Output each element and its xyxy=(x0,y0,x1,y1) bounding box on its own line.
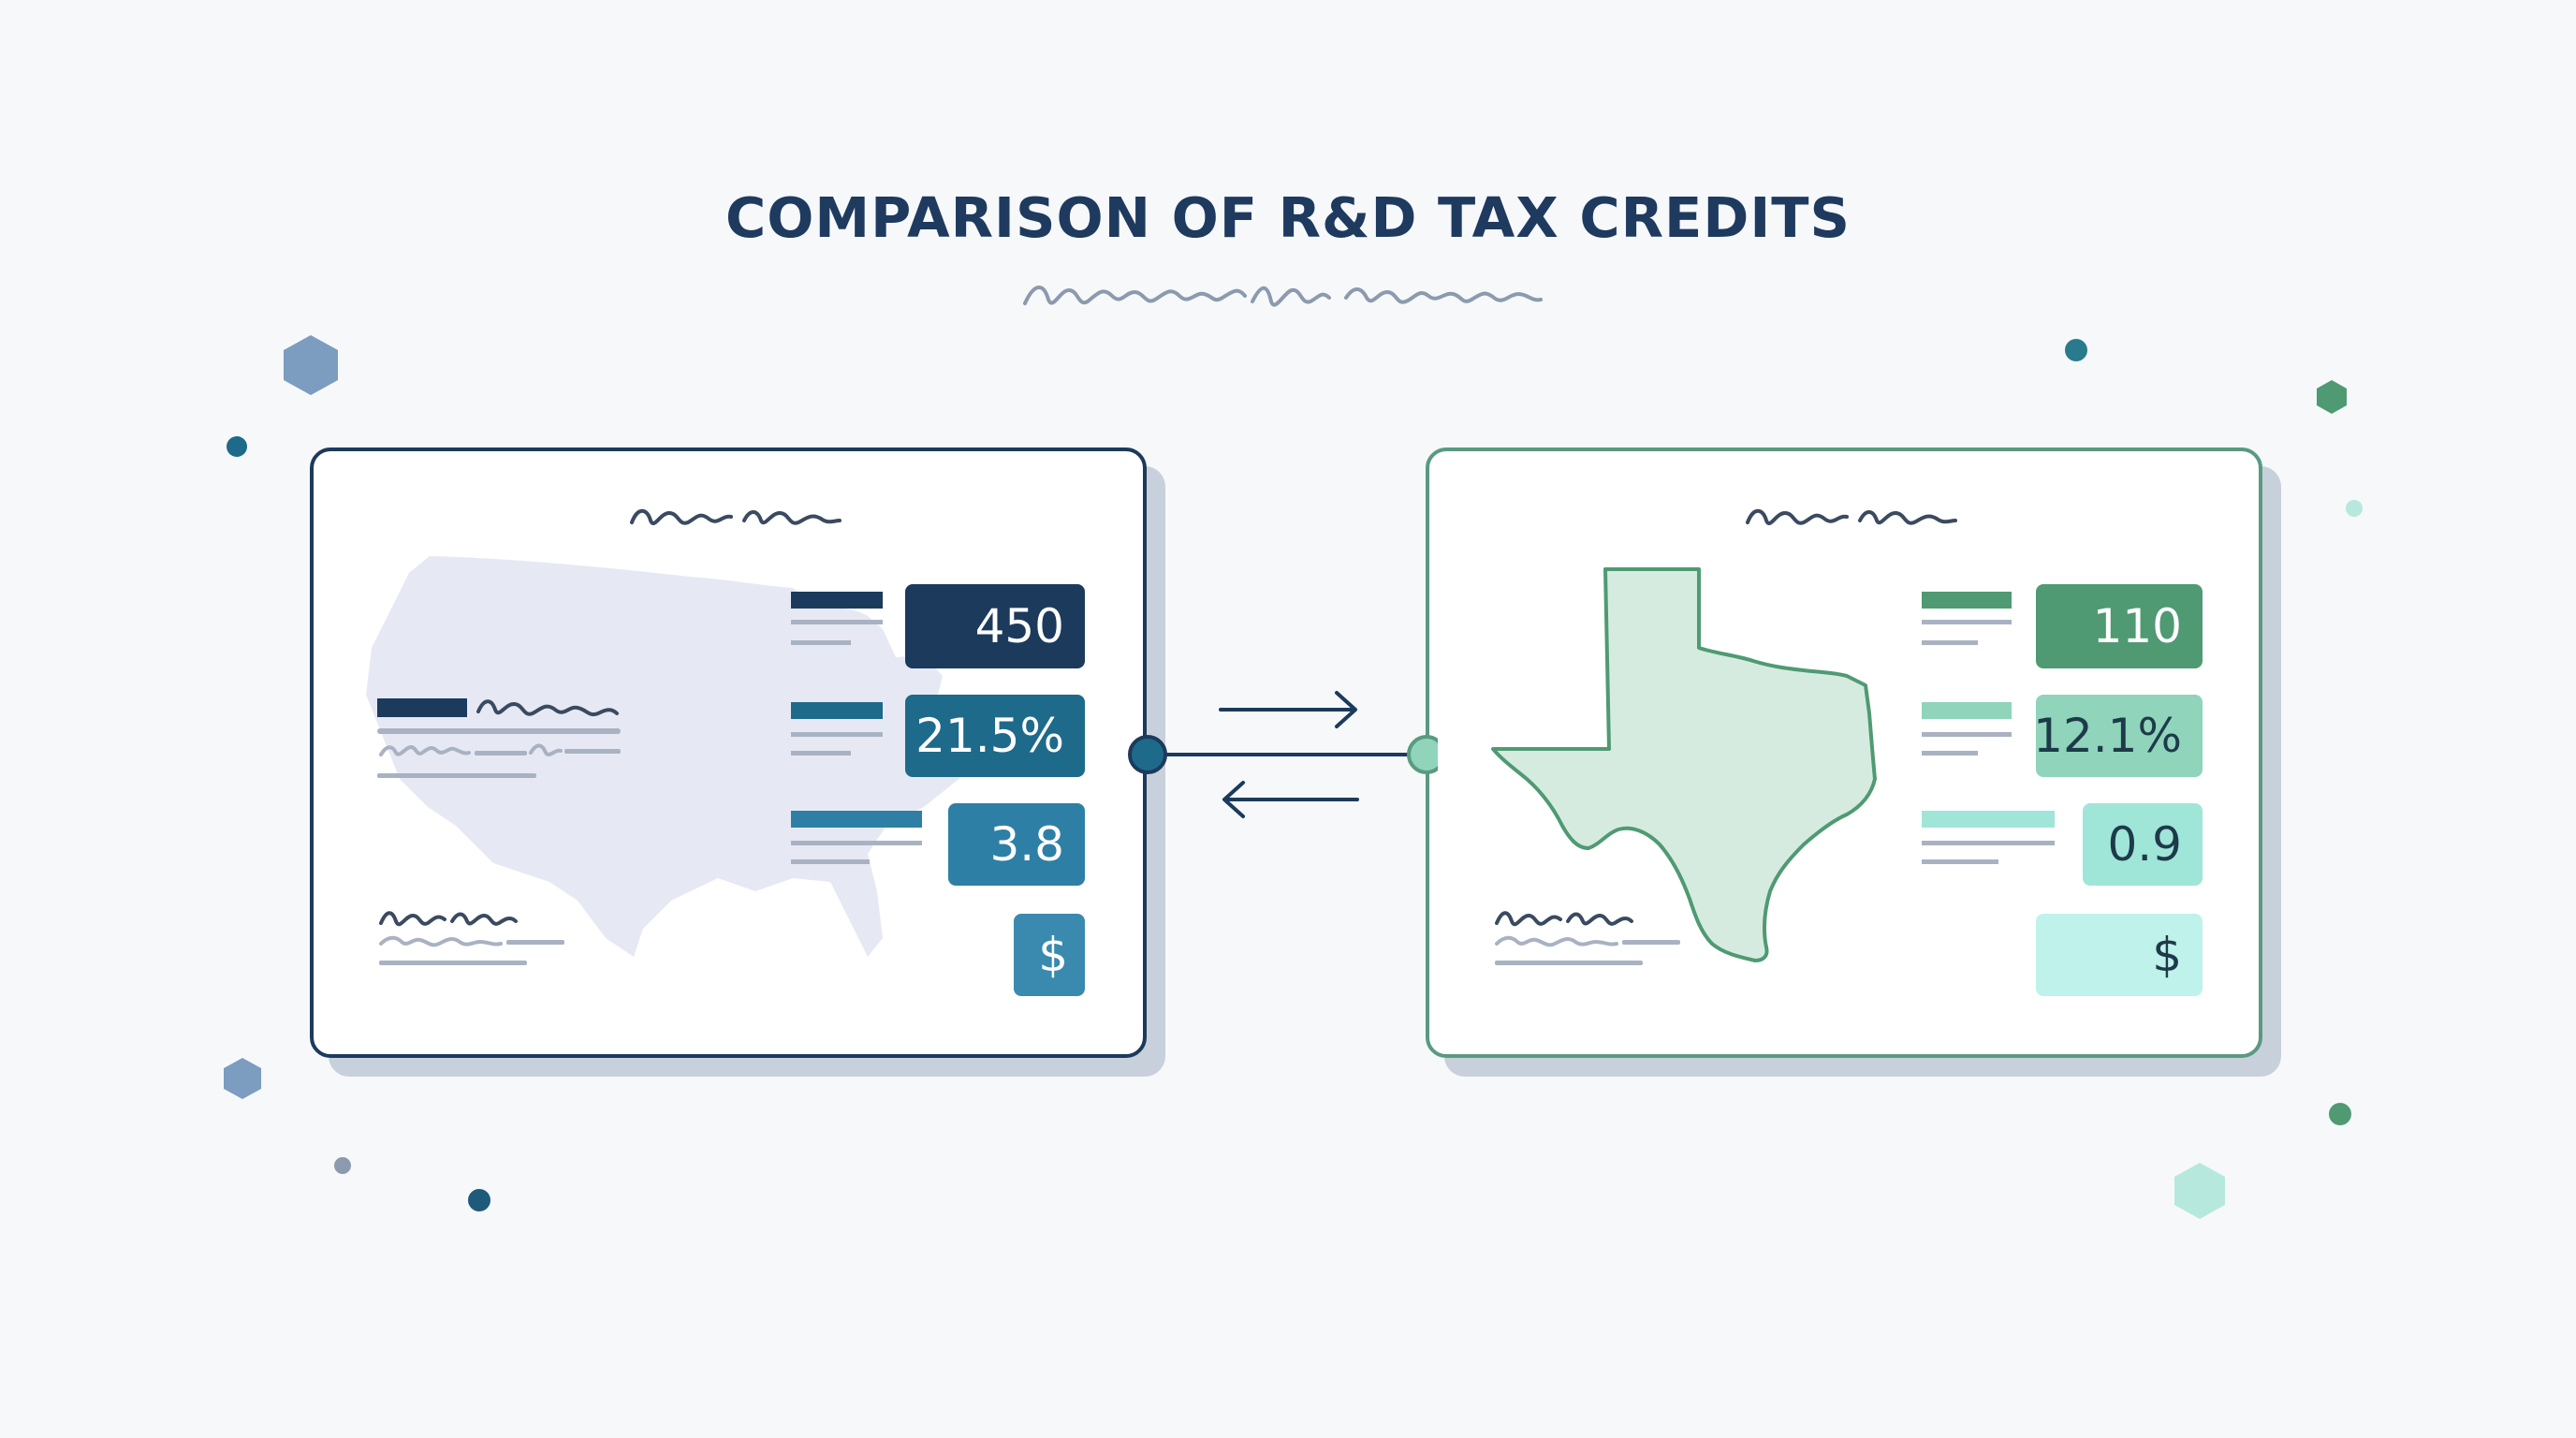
value-label: 110 xyxy=(2092,599,2182,653)
value-label: 3.8 xyxy=(989,817,1064,872)
dot-icon xyxy=(468,1189,490,1211)
value-box-dollar: $ xyxy=(1014,914,1085,996)
dot-icon xyxy=(2329,1103,2351,1125)
value-label: 12.1% xyxy=(2033,709,2182,763)
texas-state-panel: 110 12.1% 0.9 $ xyxy=(1426,448,2262,1058)
hexagon-icon xyxy=(2317,380,2347,414)
value-box-0-9: 0.9 xyxy=(2083,803,2203,886)
value-box-450: 450 xyxy=(905,584,1085,668)
hexagon-icon xyxy=(2174,1163,2225,1219)
usa-map-icon xyxy=(366,556,971,957)
note-placeholder xyxy=(379,911,564,965)
value-label: 21.5% xyxy=(915,709,1064,763)
title-squiggle-icon xyxy=(1023,286,1543,307)
dot-icon xyxy=(2065,339,2087,361)
texas-map-icon xyxy=(1491,567,1877,962)
value-label: $ xyxy=(1038,928,1068,982)
hexagon-icon xyxy=(224,1058,261,1099)
arrow-left-icon xyxy=(1222,781,1359,818)
value-label: 450 xyxy=(974,599,1064,653)
value-label: $ xyxy=(2152,928,2182,982)
us-federal-panel: 450 21.5% 3.8 $ xyxy=(310,448,1147,1058)
dot-icon xyxy=(334,1157,351,1174)
panel-header-squiggle-icon xyxy=(630,508,842,525)
value-box-dollar: $ xyxy=(2036,914,2203,996)
dot-icon xyxy=(2346,500,2363,517)
arrow-right-icon xyxy=(1219,691,1357,728)
hexagon-icon xyxy=(284,335,338,395)
value-box-3-8: 3.8 xyxy=(948,803,1085,886)
dot-icon xyxy=(227,436,247,457)
value-legend-lines xyxy=(1922,592,2055,864)
value-label: 0.9 xyxy=(2107,817,2182,872)
comparison-connector xyxy=(1128,735,1438,774)
value-box-21-5-percent: 21.5% xyxy=(905,695,1085,777)
page-title: COMPARISON OF R&D TAX CREDITS xyxy=(724,185,1852,250)
map-label-placeholder xyxy=(377,698,621,778)
note-placeholder xyxy=(1495,911,1680,965)
value-legend-lines xyxy=(791,592,922,864)
panel-header-squiggle-icon xyxy=(1746,508,1957,525)
value-box-110: 110 xyxy=(2036,584,2203,668)
value-box-12-1-percent: 12.1% xyxy=(2033,695,2203,777)
